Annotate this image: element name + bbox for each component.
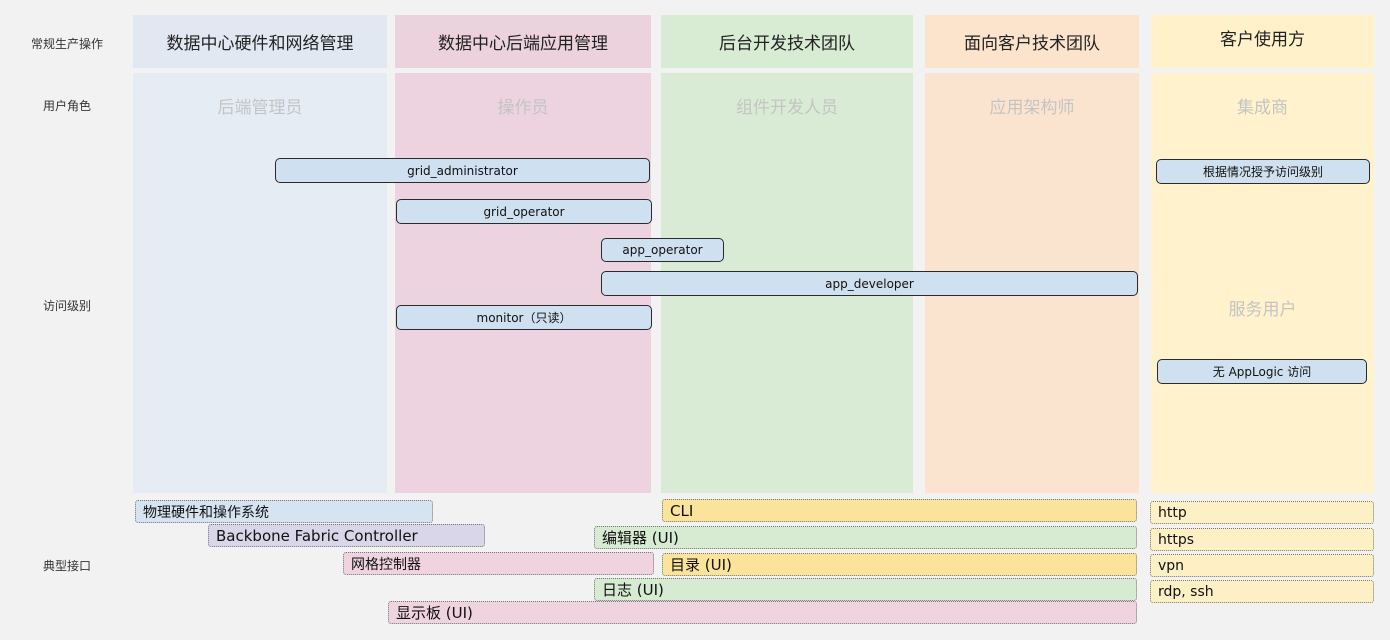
access-grid-administrator: grid_administrator [275,158,650,183]
row-label-operations: 常规生产操作 [30,37,103,51]
row-label-access-levels: 访问级别 [42,299,91,313]
access-grid-operator: grid_operator [396,199,652,224]
interface-http: http [1150,501,1374,524]
interface-https: https [1150,528,1374,551]
role-operator: 操作员 [497,98,549,118]
column-header-dev-team: 后台开发技术团队 [661,15,913,68]
access-customer-granted: 根据情况授予访问级别 [1156,159,1370,184]
interface-catalog: 目录 (UI) [662,553,1137,576]
interface-hardware-os: 物理硬件和操作系统 [135,500,433,523]
role-app-architect: 应用架构师 [989,98,1075,118]
row-label-interfaces: 典型接口 [42,559,91,573]
interface-rdp-ssh: rdp, ssh [1150,580,1374,603]
role-component-developer: 组件开发人员 [736,98,838,118]
interface-dashboard: 显示板 (UI) [388,601,1137,624]
column-body-customer: 集成商 服务用户 [1151,73,1374,493]
interface-editor: 编辑器 (UI) [594,526,1137,549]
interface-vpn: vpn [1150,554,1374,577]
access-app-operator: app_operator [601,238,724,262]
column-header-backend-app: 数据中心后端应用管理 [395,15,651,68]
interface-log: 日志 (UI) [594,578,1137,601]
interface-cli: CLI [662,499,1137,522]
role-backend-admin: 后端管理员 [217,98,303,118]
interface-grid-controller: 网格控制器 [343,552,654,575]
row-label-user-roles: 用户角色 [42,99,91,113]
column-header-customer-tech: 面向客户技术团队 [925,15,1139,68]
column-header-customer: 客户使用方 [1151,15,1374,68]
column-header-hardware-network: 数据中心硬件和网络管理 [133,15,387,68]
role-integrator: 集成商 [1237,98,1288,118]
interface-backbone-fabric-controller: Backbone Fabric Controller [208,524,485,547]
access-app-developer: app_developer [601,271,1138,296]
access-monitor: monitor（只读） [396,305,652,330]
column-body-hardware-network: 后端管理员 [133,73,387,493]
role-service-user: 服务用户 [1228,300,1297,320]
access-no-applogic: 无 AppLogic 访问 [1157,359,1367,384]
